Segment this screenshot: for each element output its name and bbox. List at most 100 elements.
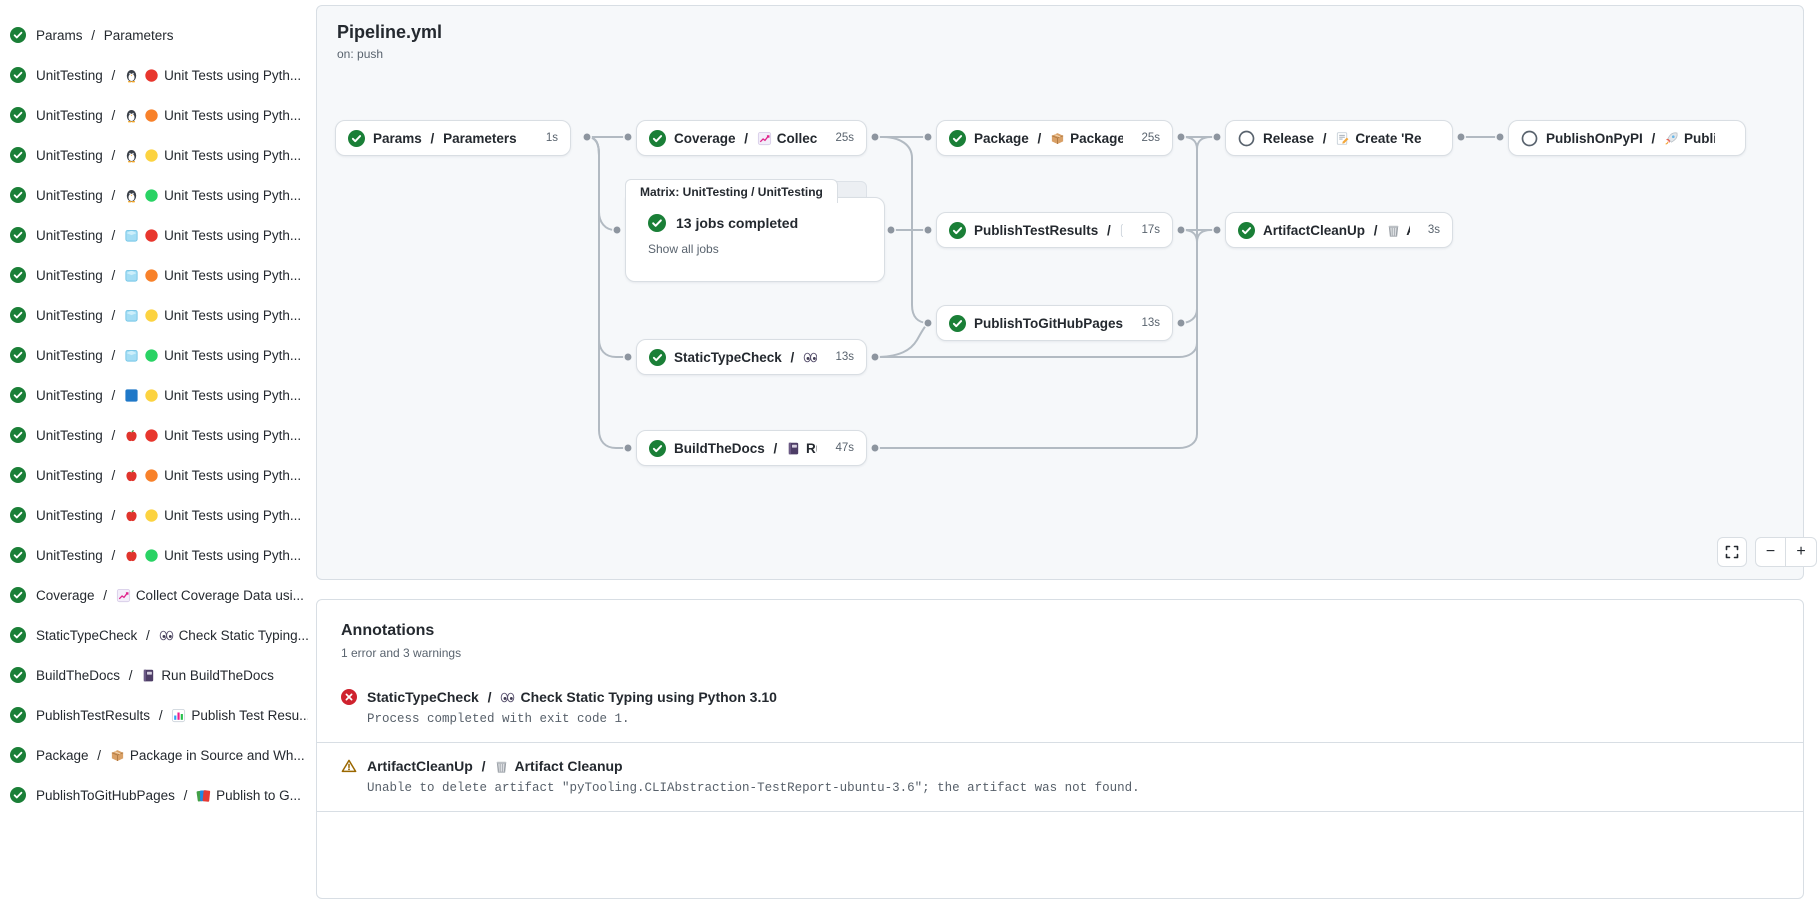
success-check-icon (10, 627, 26, 643)
show-all-jobs-link[interactable]: Show all jobs (648, 242, 719, 256)
job-name: Package (974, 130, 1029, 146)
graph-node-publishtogithubpages[interactable]: PublishToGitHubPages / ...13s (936, 305, 1173, 341)
apple-icon (124, 548, 139, 563)
job-name: StaticTypeCheck (36, 627, 138, 643)
red-circle-icon (144, 228, 159, 243)
job-name: ArtifactCleanUp (367, 758, 473, 774)
sidebar-job-item[interactable]: UnitTesting / Unit Tests using Pyth... (0, 495, 308, 535)
sidebar-job-item[interactable]: PublishToGitHubPages / Publish to G... (0, 775, 308, 815)
sidebar-job-item[interactable]: BuildTheDocs / Run BuildTheDocs (0, 655, 308, 695)
sidebar-job-item[interactable]: Coverage / Collect Coverage Data usi... (0, 575, 308, 615)
sidebar-job-item[interactable]: UnitTesting / Unit Tests using Pyth... (0, 535, 308, 575)
error-x-icon (341, 689, 357, 705)
job-text: Parameters (103, 27, 174, 43)
graph-edges (582, 132, 1505, 453)
job-name: StaticTypeCheck (367, 689, 479, 705)
job-duration: 13s (835, 351, 854, 363)
job-name-separator: / (142, 627, 154, 643)
sidebar-job-item[interactable]: UnitTesting / Unit Tests using Pyth... (0, 335, 308, 375)
success-check-icon (10, 507, 26, 523)
job-name: UnitTesting (36, 67, 103, 83)
annotation-message: Process completed with exit code 1. (367, 712, 630, 726)
job-name: UnitTesting (36, 187, 103, 203)
sidebar-job-item[interactable]: UnitTesting / Unit Tests using Pyth... (0, 415, 308, 455)
chart-increasing-icon (116, 588, 131, 603)
job-duration: 47s (835, 442, 854, 454)
skipped-circle-icon (1238, 130, 1255, 147)
job-name-separator: / (107, 427, 120, 443)
job-name-separator: / (107, 307, 120, 323)
sidebar-job-item[interactable]: UnitTesting / Unit Tests using Pyth... (0, 375, 308, 415)
sidebar-job-item[interactable]: UnitTesting / Unit Tests using Pyth... (0, 215, 308, 255)
job-text: Unit Tests using Pyth... (164, 547, 302, 563)
job-name: UnitTesting (36, 227, 103, 243)
sidebar-job-item[interactable]: UnitTesting / Unit Tests using Pyth... (0, 95, 308, 135)
fullscreen-icon (1724, 544, 1740, 560)
job-name: UnitTesting (36, 307, 103, 323)
job-name-separator: / (107, 547, 120, 563)
sidebar-job-item[interactable]: UnitTesting / Unit Tests using Pyth... (0, 175, 308, 215)
sidebar-job-item[interactable]: UnitTesting / Unit Tests using Pyth... (0, 135, 308, 175)
annotations-panel: Annotations 1 error and 3 warnings Stati… (316, 599, 1804, 899)
sidebar-job-item[interactable]: StaticTypeCheck / Check Static Typing... (0, 615, 308, 655)
wastebasket-icon (494, 759, 509, 774)
rocket-icon (1664, 131, 1679, 146)
success-check-icon (10, 787, 26, 803)
job-text: Unit Tests using Pyth... (164, 507, 302, 523)
matrix-group-card[interactable]: 13 jobs completed Show all jobs (625, 197, 885, 282)
matrix-tab-label: Matrix: UnitTesting / UnitTesting (640, 184, 823, 199)
job-text: Unit Tests using Pyth... (164, 107, 302, 123)
chart-increasing-icon (757, 131, 772, 146)
job-text: Unit Tests using Pyth... (164, 467, 302, 483)
sidebar-job-item[interactable]: UnitTesting / Unit Tests using Pyth... (0, 295, 308, 335)
job-name-separator: / (107, 147, 120, 163)
job-name-separator: / (1033, 130, 1046, 146)
job-name-separator: / (107, 67, 120, 83)
graph-node-statictypecheck[interactable]: StaticTypeCheck / Chec...13s (636, 339, 867, 375)
green-circle-icon (144, 188, 159, 203)
job-text: Publish Test Resu... (191, 707, 308, 723)
graph-header: Pipeline.yml on: push (337, 22, 442, 61)
sidebar-job-item[interactable]: UnitTesting / Unit Tests using Pyth... (0, 255, 308, 295)
success-check-icon (649, 439, 666, 457)
job-text: Unit Tests using Pyth... (164, 267, 302, 283)
annotation-message: Unable to delete artifact "pyTooling.CLI… (367, 781, 1140, 795)
graph-node-buildthedocs[interactable]: BuildTheDocs / Run Buil...47s (636, 430, 867, 466)
graph-node-coverage[interactable]: Coverage / Collect Cove...25s (636, 120, 867, 156)
job-name-separator: / (426, 130, 439, 146)
notebook-icon (141, 668, 156, 683)
success-check-icon (348, 129, 365, 147)
job-text: Unit Tests using Pyth... (164, 147, 302, 163)
sidebar-job-item[interactable]: Params / Parameters (0, 15, 308, 55)
eyes-icon (803, 350, 818, 365)
fullscreen-button[interactable] (1717, 537, 1747, 567)
memo-icon (1335, 131, 1350, 146)
success-check-icon (1238, 221, 1255, 239)
zoom-out-button[interactable]: − (1756, 538, 1787, 566)
zoom-in-button[interactable]: + (1786, 538, 1816, 566)
job-name-separator: / (155, 707, 167, 723)
job-name-separator: / (107, 227, 120, 243)
graph-node-release[interactable]: Release / Create 'Release P... (1225, 120, 1453, 156)
success-check-icon (10, 267, 26, 283)
sidebar-job-item[interactable]: UnitTesting / Unit Tests using Pyth... (0, 55, 308, 95)
sidebar-job-item[interactable]: PublishTestResults / Publish Test Resu..… (0, 695, 308, 735)
sidebar-job-item[interactable]: UnitTesting / Unit Tests using Pyth... (0, 455, 308, 495)
graph-node-publishonpypi[interactable]: PublishOnPyPI / Publish to ... (1508, 120, 1746, 156)
job-name-separator: / (87, 27, 99, 43)
penguin-icon (124, 68, 139, 83)
matrix-group-tab[interactable]: Matrix: UnitTesting / UnitTesting (625, 179, 838, 203)
job-text: Publish to G... (216, 787, 301, 803)
job-text: Collect Coverage Data usi... (135, 587, 304, 603)
sidebar-job-item[interactable]: Package / Package in Source and Wh... (0, 735, 308, 775)
graph-node-package[interactable]: Package / Package in So...25s (936, 120, 1173, 156)
graph-node-artifactcleanup[interactable]: ArtifactCleanUp / Artifac...3s (1225, 212, 1453, 248)
workflow-graph-panel: Pipeline.yml on: push Matri (316, 5, 1817, 580)
graph-node-publishtestresults[interactable]: PublishTestResults / Pu...17s (936, 212, 1173, 248)
yellow-circle-icon (144, 388, 159, 403)
success-check-icon (10, 587, 26, 603)
success-check-icon (10, 467, 26, 483)
